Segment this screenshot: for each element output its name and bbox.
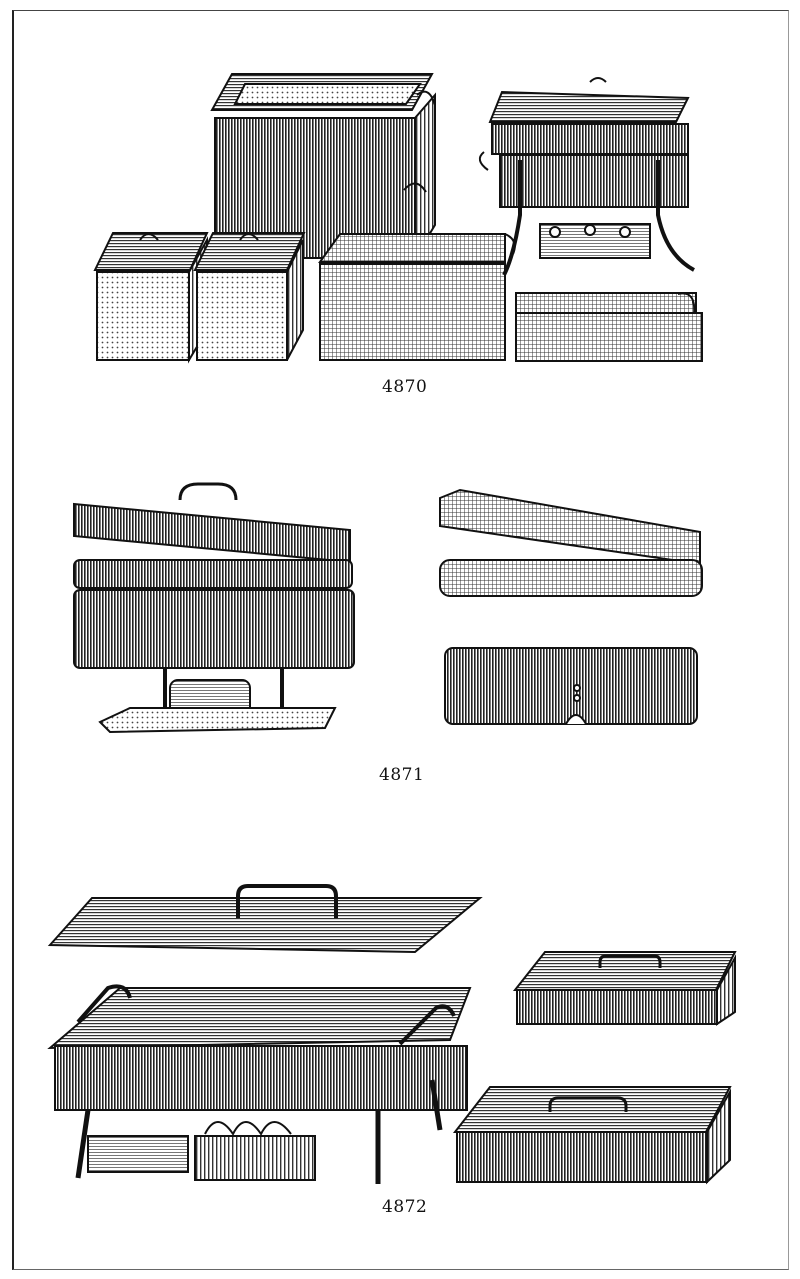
figure-4872-illustration bbox=[47, 884, 737, 1185]
figure-number-4871: 4871 bbox=[379, 765, 425, 785]
figure-number-4872: 4872 bbox=[382, 1197, 428, 1217]
figure-4870-illustration bbox=[93, 73, 703, 364]
plate-border bbox=[12, 10, 789, 1270]
figure-number-4870: 4870 bbox=[382, 377, 428, 397]
figure-4871-illustration bbox=[73, 482, 703, 734]
